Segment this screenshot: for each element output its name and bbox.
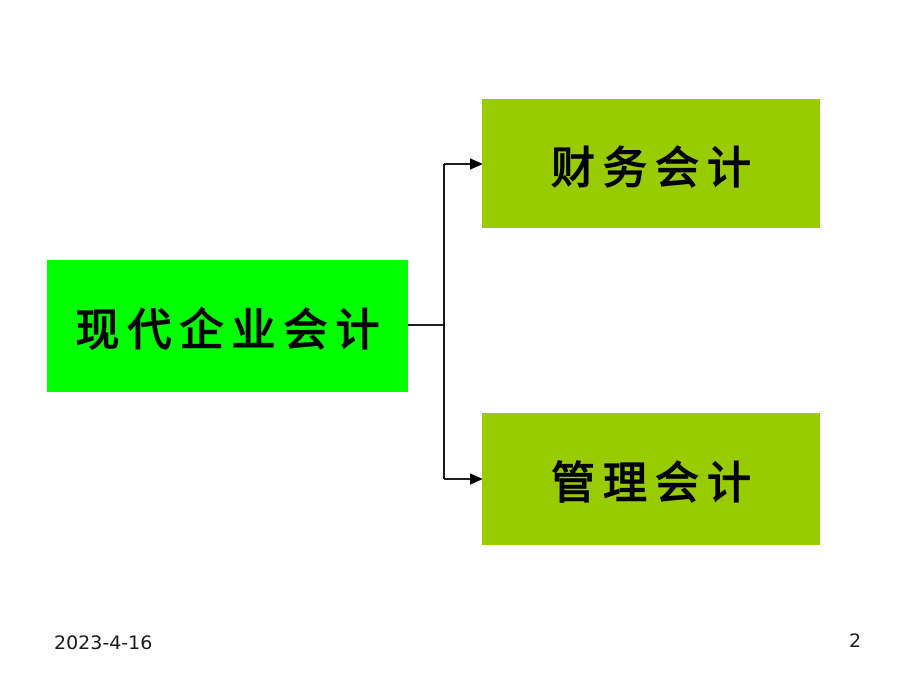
node-label: 现代企业会计 bbox=[75, 305, 388, 356]
node-label: 财务会计 bbox=[551, 142, 759, 194]
node-management-accounting: 管理会计 bbox=[482, 413, 820, 545]
node-label: 管理会计 bbox=[551, 458, 759, 509]
page-number: 2 bbox=[848, 630, 862, 652]
footer-date: 2023-4-16 bbox=[54, 632, 153, 654]
node-modern-enterprise-accounting: 现代企业会计 bbox=[47, 260, 408, 392]
node-financial-accounting: 财务会计 bbox=[482, 99, 820, 228]
